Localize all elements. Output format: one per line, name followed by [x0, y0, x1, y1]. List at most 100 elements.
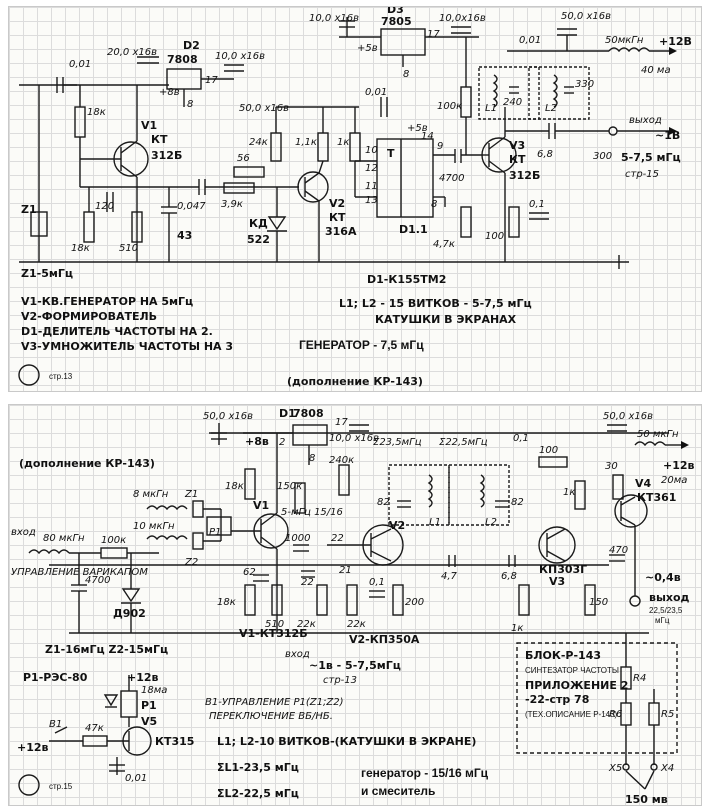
label-c-120: 120: [95, 201, 114, 212]
label-c-10-16: 10,0 х16в: [329, 433, 379, 444]
label-l-80uh: 80 мкГн: [43, 533, 85, 544]
coil-shield-l1-bottom: [388, 464, 450, 526]
label-18ma: 18ма: [141, 685, 167, 696]
label-r6: R6: [609, 709, 622, 720]
label-c-50-16: 50,0 х16в: [239, 103, 289, 114]
label-d3: D3: [387, 7, 404, 16]
coil-l1: [492, 74, 498, 108]
page-number-circle-bottom: [18, 774, 40, 796]
label-plus12: +12в: [663, 459, 695, 472]
label-pin-8-c: 8: [431, 199, 437, 210]
label-r-24k: 24к: [249, 137, 268, 148]
resistor-47k: [82, 735, 108, 747]
resistor-510: [131, 211, 143, 243]
relay-p1-contact: [206, 516, 232, 536]
note-d1: D1-К155ТМ2: [367, 273, 446, 286]
label-c-10-16: 10,0 х16в: [215, 51, 265, 62]
label-c-240: 240: [503, 97, 522, 108]
label-r-1k-b: 1к: [511, 623, 523, 634]
label-kd-type: 522: [247, 233, 270, 246]
label-c-22-b: 22: [331, 533, 344, 544]
addendum-top: (дополнение КР-143): [287, 375, 423, 388]
label-r-18k-a: 18к: [87, 107, 106, 118]
label-pin-10: 10: [365, 145, 378, 156]
label-plus12-switch: +12в: [17, 741, 49, 754]
choke-8uh: [146, 505, 188, 511]
trigger-d1-1: [376, 138, 434, 218]
label-pin-8: 8: [309, 453, 315, 464]
label-v2-type: 316А: [325, 225, 357, 238]
label-tech-description: (ТЕХ.ОПИСАНИЕ Р-143): [525, 710, 618, 719]
label-c-82-b: 82: [511, 497, 524, 508]
label-output: выход: [629, 115, 662, 126]
label-c-470: 470: [609, 545, 628, 556]
label-kt361: КТ361: [637, 491, 676, 504]
label-kp303: КП303Г: [539, 563, 587, 576]
label-d2-type: 7808: [167, 53, 198, 66]
note-v1: V1-КВ.ГЕНЕРАТОР НА 5мГц: [21, 295, 193, 308]
label-r-22k: 22к: [297, 619, 316, 630]
resistor-30: [612, 474, 624, 500]
label-v1: V1: [253, 499, 269, 512]
connector-x5: [622, 763, 630, 771]
switch-b1: [54, 726, 68, 734]
page-label-top: стр.13: [49, 372, 73, 381]
label-r-18k-b: 18к: [217, 597, 236, 608]
label-r-240k: 240к: [329, 455, 354, 466]
label-c-50-16-b: 50,0 х16в: [603, 411, 653, 422]
transistor-v4: [614, 494, 648, 528]
label-r-1k: 1к: [337, 137, 349, 148]
label-c-1000: 1000: [285, 533, 310, 544]
label-trigger-t: T: [387, 147, 395, 160]
label-pin-17: 17: [205, 75, 218, 86]
regulator-7808-bottom: [292, 424, 328, 446]
coil-shield-l2: [528, 66, 590, 120]
resistor-18k-top: [74, 106, 86, 138]
label-varicap: Д902: [113, 607, 146, 620]
label-c-0-1-b: 0,1: [513, 433, 529, 444]
label-c-0-01-in: 0,01: [69, 59, 91, 70]
resistor-150k: [294, 482, 306, 514]
label-v3-type: 312Б: [509, 169, 540, 182]
label-r-56: 56: [237, 153, 250, 164]
note-v3: V3-УМНОЖИТЕЛЬ ЧАСТОТЫ НА 3: [21, 340, 233, 353]
label-r-22k-b: 22к: [347, 619, 366, 630]
label-x5: X5: [608, 763, 622, 774]
resistor-56: [233, 166, 265, 178]
page-title-bottom: генератор - 15/16 мГц: [361, 766, 489, 780]
label-plus12: +12В: [659, 35, 692, 48]
crystal-z1: [30, 211, 48, 237]
label-input-level: ~1в - 5-7,5мГц: [309, 659, 401, 672]
resistor-18k-bottom: [83, 211, 95, 243]
coil-l2-bottom: [479, 474, 485, 508]
label-z1: Z1: [21, 203, 37, 216]
resistor-r5: [648, 702, 660, 726]
label-c-4700: 4700: [85, 575, 110, 586]
label-c-43: 43: [177, 229, 192, 242]
label-l1: L1: [485, 103, 497, 114]
note-sigma-l2: ΣL2-22,5 мГц: [217, 787, 299, 800]
transistor-v3: [481, 137, 517, 173]
resistor-24k: [270, 132, 282, 162]
label-r4: R4: [633, 673, 646, 684]
label-pin-14: 14: [421, 131, 434, 142]
label-plus5-b: +5в: [407, 123, 428, 134]
note-z1: Z1-5мГц: [21, 267, 73, 280]
label-r-100: 100: [485, 231, 504, 242]
label-l1: L1: [429, 517, 441, 528]
resistor-3-9k: [223, 182, 255, 194]
transistor-v3-bottom: [538, 526, 576, 564]
label-v1-type: 312Б: [151, 149, 182, 162]
coil-shield-l1: [478, 66, 540, 120]
label-output-frequency: 5-7,5 мГц: [621, 151, 681, 164]
label-c-0-047: 0,047: [177, 201, 206, 212]
label-z2: Z2: [184, 557, 198, 568]
coil-l1-bottom: [427, 474, 433, 508]
resistor-1-1k: [317, 132, 329, 162]
label-v1-kt: КТ: [151, 133, 168, 146]
label-r-18k: 18к: [225, 481, 244, 492]
resistor-1k-v4: [574, 480, 586, 510]
note-sigma-l1: ΣL1-23,5 мГц: [217, 761, 299, 774]
label-input-page: стр-13: [323, 675, 357, 686]
